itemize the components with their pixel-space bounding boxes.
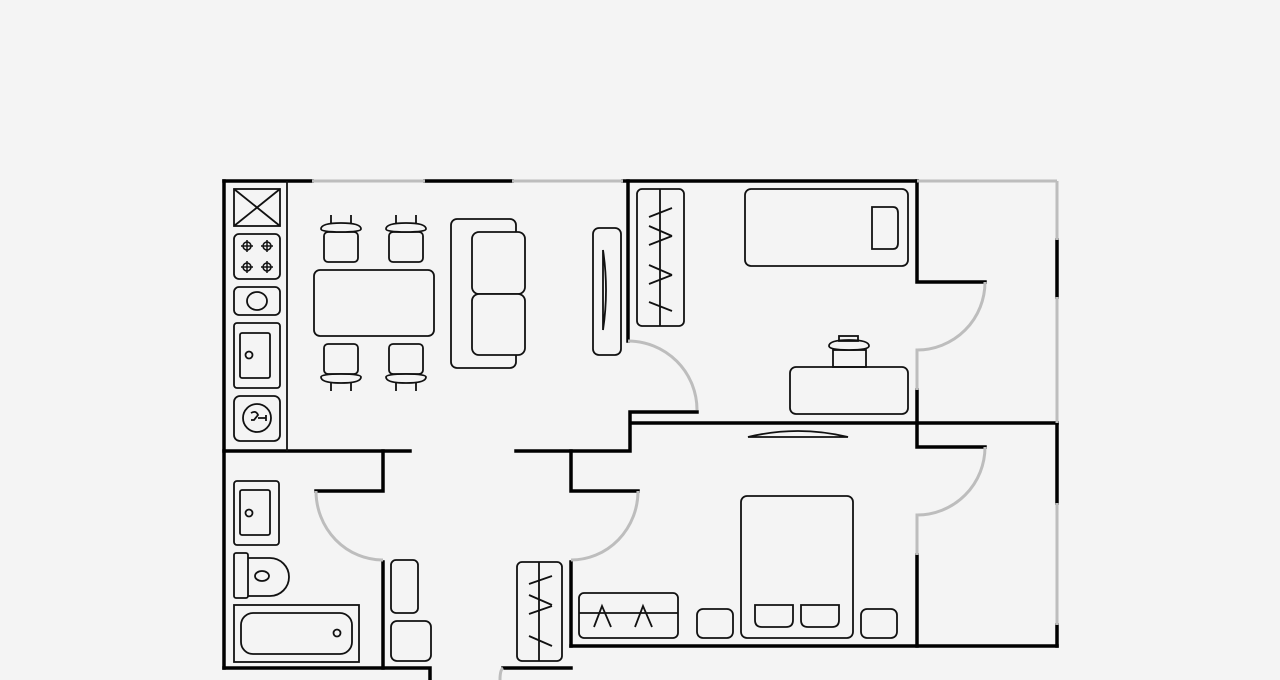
chair-icon <box>385 215 427 263</box>
windows <box>312 179 1059 625</box>
toilet-icon <box>233 552 290 599</box>
chair-icon <box>385 343 427 391</box>
washing-machine-icon <box>233 395 281 442</box>
bathroom-door-arc <box>314 490 384 562</box>
sofa-icon <box>450 218 526 369</box>
doors[interactable] <box>314 281 987 680</box>
bedroom2-door-arc <box>570 490 640 562</box>
small-sink-icon <box>233 286 281 316</box>
walls <box>222 179 1059 680</box>
shoe-cabinet-icon <box>390 559 419 614</box>
desk-icon <box>789 335 909 415</box>
dresser-icon <box>578 592 679 639</box>
balcony1-door-arc <box>915 281 987 390</box>
chair-icon <box>320 215 362 263</box>
bottom-wall <box>222 644 1059 680</box>
nightstand-icon <box>696 608 734 639</box>
wardrobe-icon <box>636 188 685 327</box>
entrance-door-arc <box>498 666 504 680</box>
hall-cabinet-icon <box>390 620 432 662</box>
bathroom-wall <box>314 449 385 670</box>
balcony2-door-arc <box>915 446 987 555</box>
bathroom-sink-icon <box>233 480 280 546</box>
fridge-icon <box>233 188 281 227</box>
interior-wall-horizontal <box>222 410 1059 453</box>
bedroom2-left-wall <box>569 449 640 648</box>
stove-icon <box>233 233 281 280</box>
double-bed-icon <box>740 495 854 639</box>
kitchen-sink-icon <box>233 322 281 389</box>
hall-wardrobe-icon <box>516 561 563 662</box>
window-lines <box>312 179 1059 625</box>
single-bed-icon <box>744 188 909 267</box>
bedroom1-door-arc <box>627 339 699 411</box>
tv-icon <box>747 430 849 438</box>
tv-cabinet-icon <box>592 227 622 356</box>
dining-table <box>313 269 435 337</box>
chair-icon <box>320 343 362 391</box>
bathtub-icon <box>233 604 360 663</box>
nightstand-icon <box>860 608 898 639</box>
balcony-wall <box>915 179 987 648</box>
